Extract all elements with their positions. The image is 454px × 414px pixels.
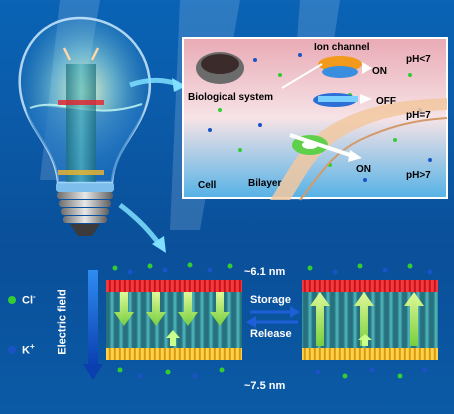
electric-field-label: Electric field	[56, 289, 69, 355]
top-dimension-label: ~6.1 nm	[244, 266, 286, 278]
on-label-bottom: ON	[356, 164, 371, 175]
potassium-legend-dot	[8, 346, 16, 354]
ph-neutral-label: pH=7	[406, 110, 431, 121]
release-arrow-icon	[246, 316, 298, 328]
light-bulb	[18, 16, 151, 236]
arrow-to-device-icon	[152, 236, 166, 253]
ph-high-label: pH>7	[406, 170, 431, 181]
chloride-legend-label: Cl-	[22, 292, 36, 307]
bottom-dimension-label: ~7.5 nm	[244, 380, 286, 392]
ion-channel-on-bottom	[289, 133, 362, 162]
off-label: OFF	[376, 96, 396, 107]
ph-low-label: pH<7	[406, 54, 431, 65]
cell-label: Cell	[198, 180, 217, 191]
on-label-top: ON	[372, 66, 387, 77]
storage-label: Storage	[250, 294, 291, 306]
nanochannel-device-right	[302, 280, 438, 360]
biological-system-label: Biological system	[188, 92, 274, 103]
arrow-to-inset-icon	[172, 78, 186, 92]
potassium-legend-label: K+	[22, 342, 35, 357]
electric-field-arrow-icon	[83, 270, 103, 380]
nanochannel-device-left	[106, 280, 242, 360]
ion-channel-label: Ion channel	[314, 42, 370, 53]
ion-channel-off	[313, 93, 372, 107]
storage-arrow-icon	[250, 306, 300, 318]
bilayer-label: Bilayer	[248, 178, 282, 189]
ion-particles	[112, 262, 433, 379]
ion-channel-on-top	[318, 56, 372, 78]
inset-panel	[182, 37, 448, 201]
chloride-legend-dot	[8, 296, 16, 304]
release-label: Release	[250, 328, 292, 340]
